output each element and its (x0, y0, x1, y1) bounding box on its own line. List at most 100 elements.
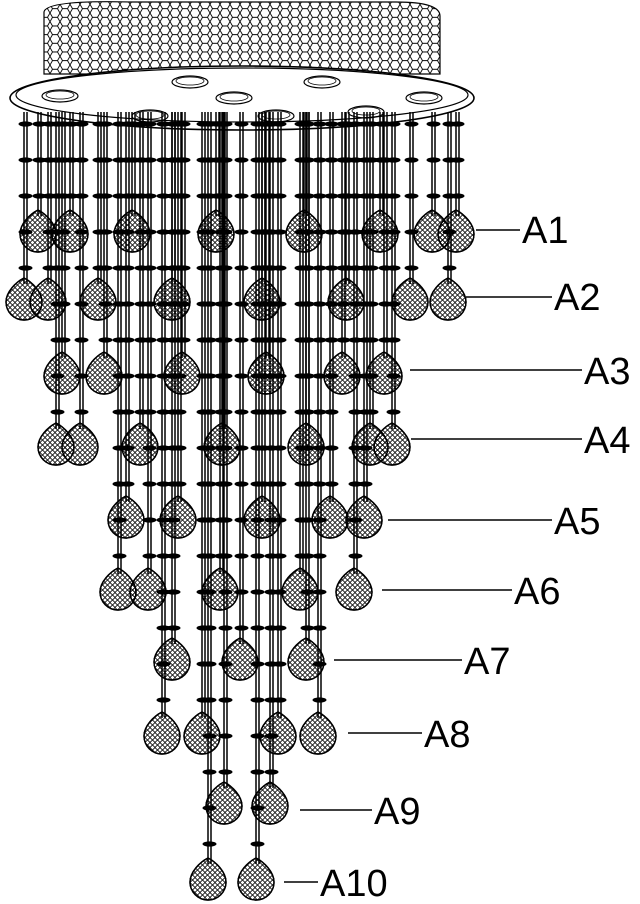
spacer-bead (50, 157, 65, 163)
spacer-bead (142, 373, 157, 379)
spacer-bead (358, 193, 373, 199)
spacer-bead (142, 157, 157, 163)
spacer-bead (218, 301, 233, 307)
spacer-bead (358, 121, 373, 127)
crystal-orb (365, 351, 403, 395)
crystal-orb-outline (43, 351, 81, 395)
tier-label-a3: A3 (584, 351, 630, 393)
spacer-bead (18, 157, 33, 163)
spacer-bead (166, 121, 181, 127)
crystal-orb (285, 209, 323, 253)
spacer-bead (112, 157, 127, 163)
tier-label-a6: A6 (514, 571, 560, 613)
spacer-bead (250, 589, 265, 595)
crystal-orb-outline (335, 567, 373, 611)
spacer-bead (98, 265, 113, 271)
spacer-bead (234, 121, 249, 127)
spacer-bead (312, 625, 327, 631)
plate-light-ring (41, 89, 79, 103)
spacer-bead (218, 733, 233, 739)
crystal-orb-outline (287, 422, 325, 466)
spacer-bead (202, 661, 217, 667)
spacer-bead (250, 841, 265, 847)
spacer-bead (300, 409, 315, 415)
spacer-bead (218, 193, 233, 199)
spacer-bead (250, 481, 265, 487)
tier-label-a5: A5 (554, 501, 600, 543)
spacer-bead (264, 697, 279, 703)
crystal-orb-outline (183, 711, 221, 755)
spacer-bead (386, 409, 401, 415)
spacer-bead (336, 337, 351, 343)
spacer-bead (166, 553, 181, 559)
tier-label-a1: A1 (522, 210, 568, 252)
spacer-bead (74, 409, 89, 415)
spacer-bead (426, 193, 441, 199)
spacer-bead (312, 157, 327, 163)
crystal-orb-outline (129, 567, 167, 611)
plate-light-ring (215, 91, 253, 105)
spacer-bead (166, 589, 181, 595)
spacer-bead (312, 121, 327, 127)
spacer-bead (166, 337, 181, 343)
spacer-bead (218, 697, 233, 703)
spacer-bead (112, 121, 127, 127)
plate-light-ring (405, 91, 443, 105)
crystal-orb-outline (281, 567, 319, 611)
crystal-orb-outline (197, 209, 235, 253)
tier-label-a7: A7 (464, 641, 510, 683)
spacer-bead (264, 265, 279, 271)
crystal-orb-outline (19, 209, 57, 253)
spacer-bead (32, 121, 47, 127)
spacer-bead (98, 157, 113, 163)
spacer-bead (250, 121, 265, 127)
spacer-bead (112, 481, 127, 487)
spacer-bead (312, 697, 327, 703)
spacer-bead (166, 229, 181, 235)
spacer-bead (300, 625, 315, 631)
spacer-bead (218, 553, 233, 559)
crystal-orb (29, 277, 67, 321)
spacer-bead (386, 121, 401, 127)
spacer-bead (74, 121, 89, 127)
crystal-orb (281, 567, 319, 611)
spacer-bead (358, 265, 373, 271)
crystal-orb (335, 567, 373, 611)
spacer-bead (142, 409, 157, 415)
spacer-bead (386, 337, 401, 343)
spacer-bead (202, 193, 217, 199)
crystal-orb (85, 351, 123, 395)
spacer-bead (50, 121, 65, 127)
spacer-bead (264, 229, 279, 235)
spacer-bead (156, 445, 171, 451)
spacer-bead (218, 373, 233, 379)
spacer-bead (156, 625, 171, 631)
spacer-bead (324, 121, 339, 127)
crystal-orb-outline (287, 637, 325, 681)
crystal-orb-outline (201, 567, 239, 611)
tier-label-a9: A9 (374, 791, 420, 833)
spacer-bead (264, 121, 279, 127)
spacer-bead (74, 265, 89, 271)
spacer-bead (300, 337, 315, 343)
tier-labels: A1 A2 A3 A4 A5 A6 A7 A8 A9 A10 (284, 210, 630, 904)
spacer-bead (386, 265, 401, 271)
spacer-bead (312, 193, 327, 199)
spacer-bead (250, 697, 265, 703)
tier-label-a4: A4 (584, 420, 630, 462)
crystal-orb-outline (251, 781, 289, 825)
spacer-bead (358, 481, 373, 487)
spacer-bead (218, 769, 233, 775)
plate-light-ring-inner (45, 90, 75, 100)
spacer-bead (166, 157, 181, 163)
spacer-bead (234, 373, 249, 379)
spacer-bead (166, 625, 181, 631)
crystal-orb (197, 209, 235, 253)
crystal-orb (251, 781, 289, 825)
spacer-bead (142, 517, 157, 523)
spacer-bead (264, 337, 279, 343)
crystal-orb-outline (163, 351, 201, 395)
spacer-bead (312, 337, 327, 343)
spacer-bead (324, 337, 339, 343)
